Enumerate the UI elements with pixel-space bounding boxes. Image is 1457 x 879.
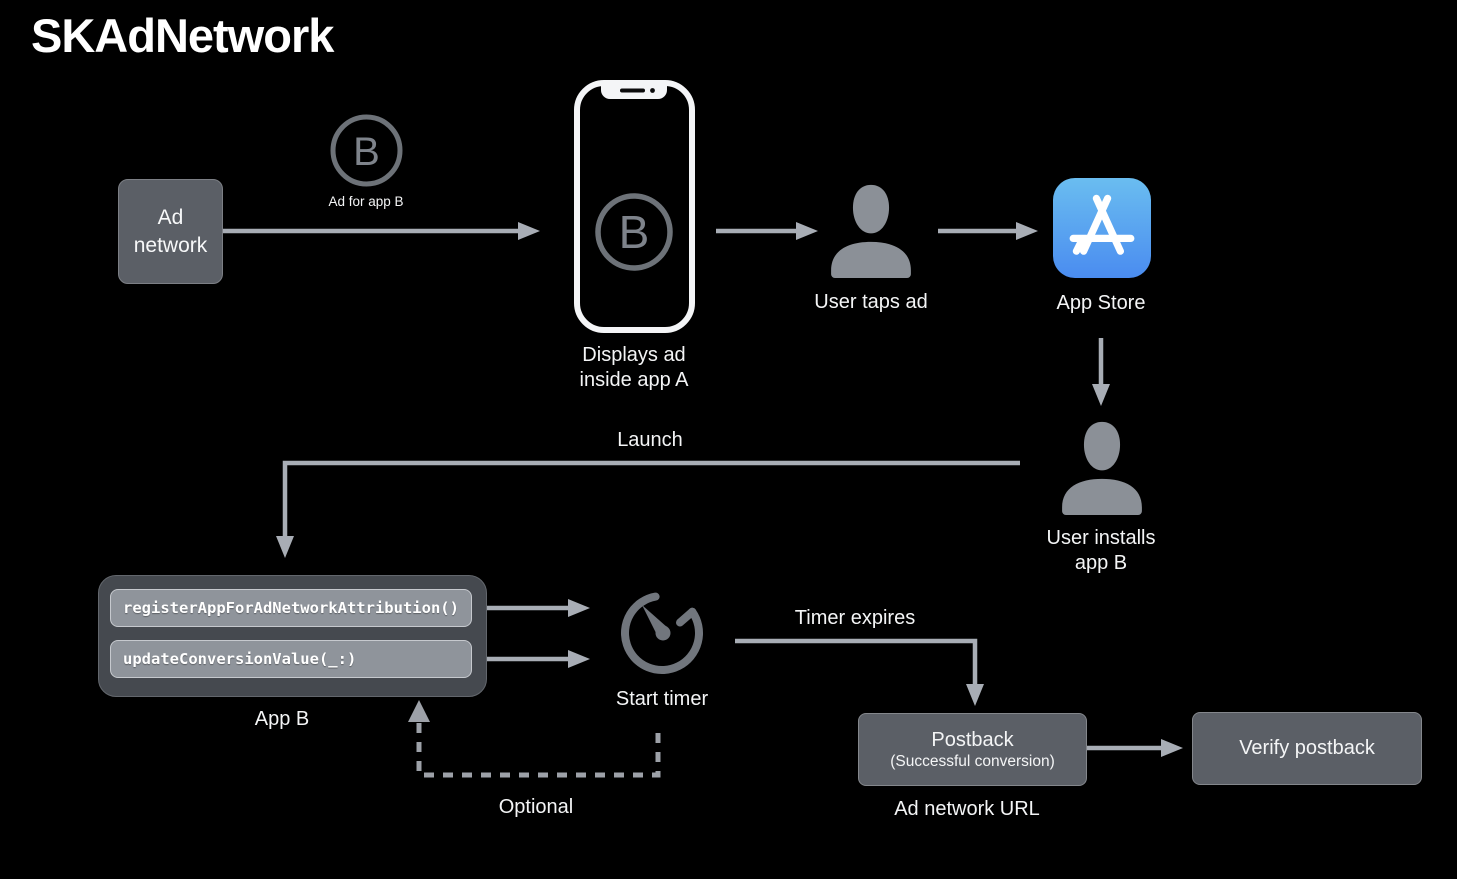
app-b-box: registerAppForAdNetworkAttribution() upd… (98, 575, 487, 697)
app-b-caption: App B (254, 708, 310, 730)
phone-speaker (620, 88, 645, 93)
user-icon (1062, 421, 1142, 515)
verify-postback-box: Verify postback (1192, 712, 1422, 785)
timer-icon (621, 592, 703, 675)
optional-label: Optional (498, 796, 574, 818)
app-store-icon (1053, 178, 1151, 278)
timer-expires-label: Timer expires (794, 607, 916, 629)
app-store-glyph (1069, 194, 1135, 255)
b-badge-icon: B (330, 114, 403, 187)
ad-network-box: Ad network (118, 179, 223, 284)
user-icon (831, 184, 911, 278)
app-store-caption: App Store (1056, 292, 1146, 314)
code-register-attribution: registerAppForAdNetworkAttribution() (110, 589, 472, 627)
user-taps-caption: User taps ad (814, 291, 928, 313)
dashed-optional-arrowhead (408, 700, 430, 722)
b-badge-letter: B (353, 130, 380, 174)
phone-camera (650, 88, 655, 93)
phone-ad-circle (595, 193, 673, 271)
postback-box: Postback (Successful conversion) (858, 713, 1087, 786)
user-installs-caption: User installs app B (1046, 527, 1156, 574)
dashed-optional-path (416, 722, 661, 778)
postback-title: Postback (931, 728, 1014, 751)
ad-network-label: Ad network (133, 206, 208, 257)
page-title: SKAdNetwork (31, 9, 334, 62)
start-timer-caption: Start timer (615, 688, 709, 710)
arrow-timer-expires (735, 638, 984, 706)
arrow-launch (276, 460, 1020, 558)
postback-subtitle: (Successful conversion) (890, 752, 1055, 770)
code-update-conversion-value: updateConversionValue(_:) (110, 640, 472, 678)
phone-ad-letter: B (619, 206, 650, 258)
phone-caption: Displays ad inside app A (579, 344, 689, 391)
ad-network-url-caption: Ad network URL (894, 798, 1040, 820)
iphone-icon: B (574, 80, 695, 333)
verify-postback-label: Verify postback (1239, 737, 1375, 759)
launch-label: Launch (617, 429, 683, 451)
ad-badge-caption: Ad for app B (328, 194, 404, 209)
